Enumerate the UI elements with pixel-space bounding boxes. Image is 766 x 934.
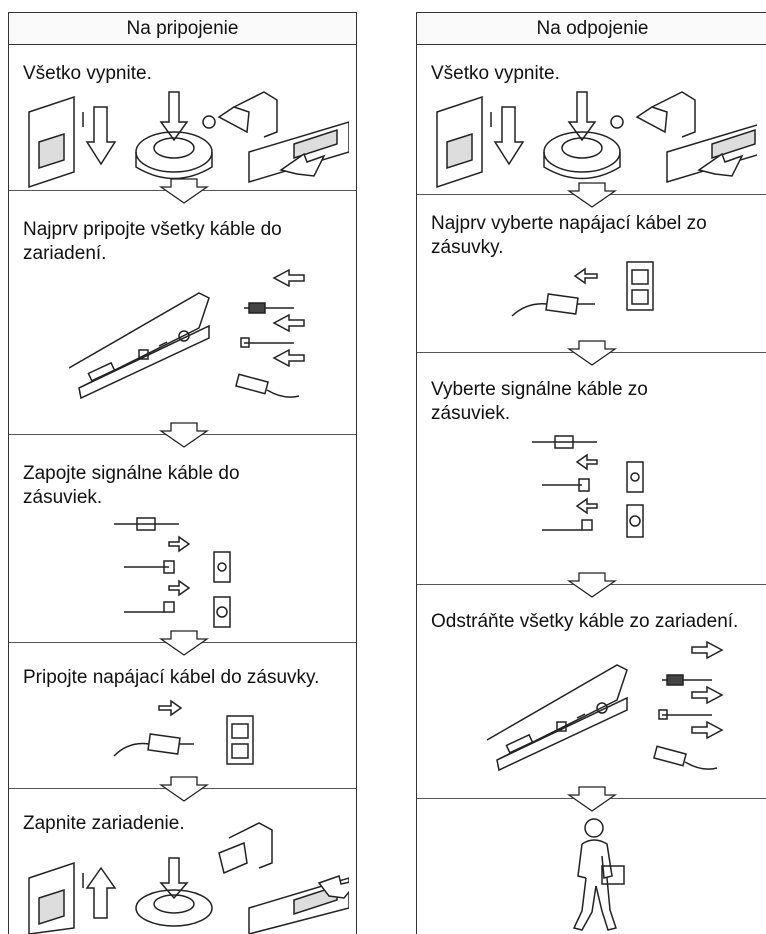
down-arrow-icon [567, 182, 617, 208]
connect-step2-text-line2: zariadení. [23, 243, 107, 264]
connect-step2-text-line1: Najprv pripojte všetky káble do [23, 219, 282, 240]
disconnect-step1-text: Všetko vypnite. [431, 63, 560, 84]
down-arrow-icon [159, 630, 209, 656]
connect-step5-text: Zapnite zariadenie. [23, 813, 185, 834]
disconnect-step2-text-line1: Najprv vyberte napájací kábel zo [431, 213, 707, 234]
disconnect-column: Na odpojenie Všetko vypnite. Najprv vybe… [416, 12, 766, 934]
power-on-illustration [28, 822, 349, 934]
down-arrow-icon [159, 422, 209, 448]
down-arrow-icon [567, 786, 617, 812]
connect-step3-text-line2: zásuviek. [23, 487, 103, 508]
connect-column: Na pripojenie Všetko vypnite. Najprv pri… [8, 12, 357, 934]
laptop-cables-disconnect-illustration [487, 640, 724, 772]
disconnect-step3-text-line1: Vyberte signálne káble zo [431, 379, 648, 400]
power-cord-unplug-illustration [511, 261, 654, 317]
disconnect-header: Na odpojenie [417, 12, 766, 45]
connect-step3-text-line1: Zapojte signálne káble do [23, 463, 240, 484]
down-arrow-icon [567, 340, 617, 366]
connect-step1-text: Všetko vypnite. [23, 63, 152, 84]
power-off-illustration [436, 91, 757, 189]
power-cord-plug-illustration [113, 699, 254, 765]
person-walking-icon [572, 818, 625, 931]
disconnect-step3-text-line2: zásuviek. [431, 403, 511, 424]
down-arrow-icon [159, 776, 209, 802]
power-off-illustration [28, 91, 349, 189]
disconnect-step4-text: Odstráňte všetky káble zo zariadení. [431, 611, 739, 632]
connect-header: Na pripojenie [9, 12, 356, 45]
disconnect-step2-text-line2: zásuvky. [431, 237, 504, 258]
signal-cables-connect-illustration [114, 517, 231, 628]
signal-cables-disconnect-illustration [532, 435, 644, 538]
connect-step4-text: Pripojte napájací kábel do zásuvky. [23, 667, 320, 688]
down-arrow-icon [567, 572, 617, 598]
laptop-cables-connect-illustration [69, 268, 305, 400]
down-arrow-icon [159, 178, 209, 204]
